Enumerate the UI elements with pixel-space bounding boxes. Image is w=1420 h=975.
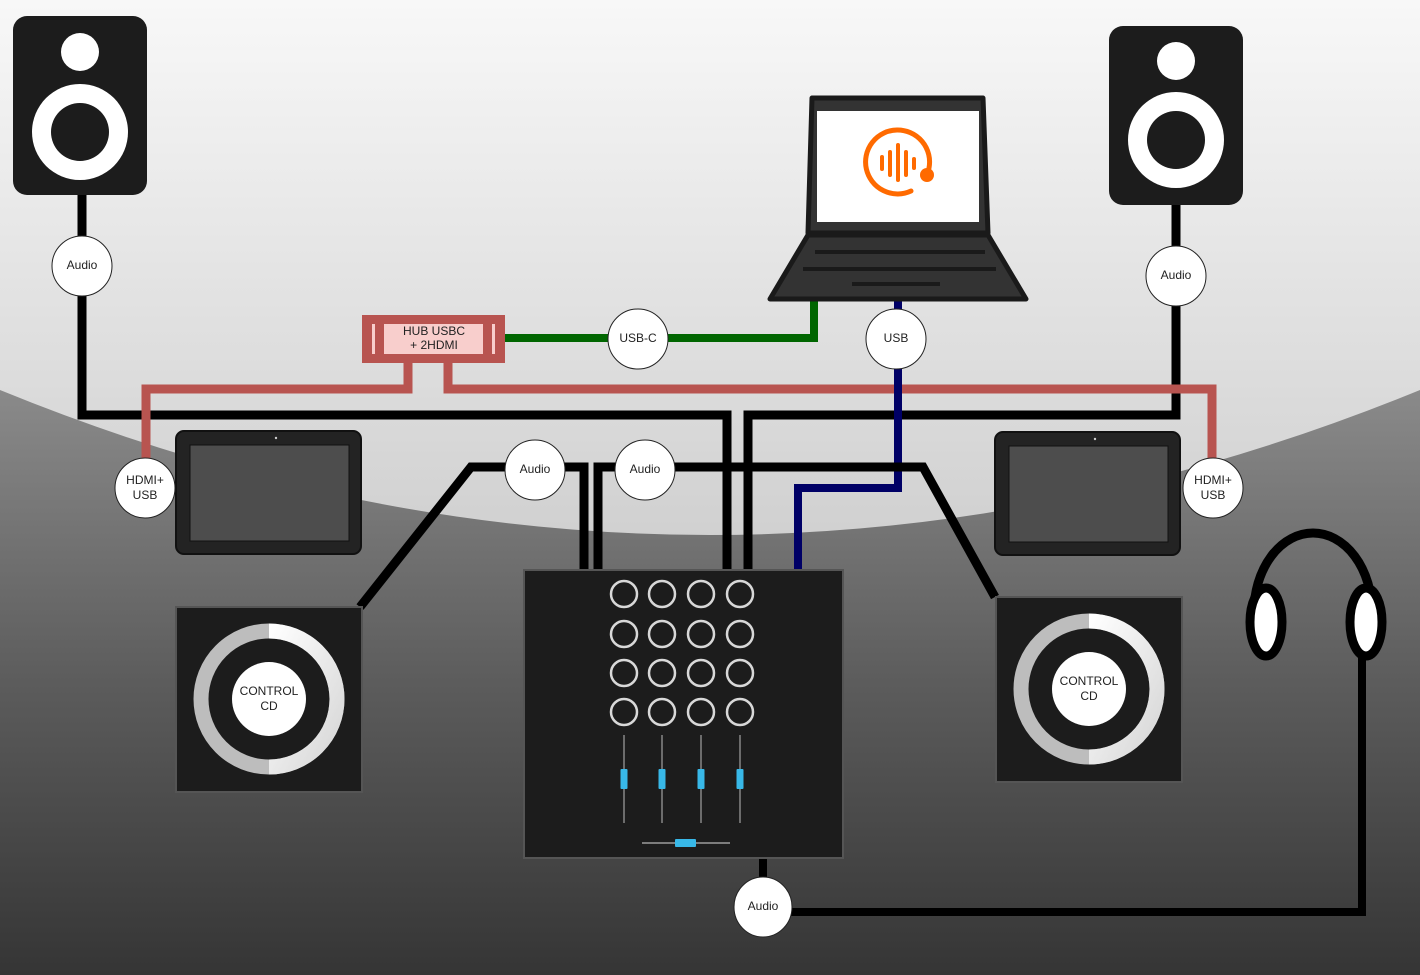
label-audio-cd-left: Audio (504, 439, 566, 501)
cable-usb (794, 300, 902, 570)
svg-text:Audio: Audio (520, 462, 551, 476)
channel-fader-handle[interactable] (736, 769, 744, 789)
mixer-knobs (609, 579, 755, 727)
label-usb-c: USB-C (607, 308, 669, 370)
mixer-knob[interactable] (686, 697, 716, 727)
svg-text:USB-C: USB-C (619, 331, 657, 345)
label-audio-speaker-right: Audio (1145, 245, 1207, 307)
crossfader-handle[interactable] (675, 839, 696, 847)
tweeter-icon (1157, 42, 1195, 80)
cd-left-label-line2: CD (260, 699, 278, 713)
headphones (1245, 528, 1387, 661)
usb-hub: HUB USBC + 2HDMI (362, 315, 505, 363)
mixer-knob[interactable] (647, 697, 677, 727)
cd-left-label-line1: CONTROL (240, 684, 299, 698)
cable-hdmi-left (141, 362, 413, 460)
mixer-faders (620, 735, 744, 823)
cable-audio-cd-right (593, 462, 999, 600)
label-hdmi-right: HDMI+ USB (1182, 457, 1244, 519)
speaker-right (1109, 26, 1243, 205)
channel-fader-handle[interactable] (620, 769, 628, 789)
mixer-knob[interactable] (609, 619, 639, 649)
svg-text:HDMI+: HDMI+ (126, 473, 164, 487)
svg-text:USB: USB (884, 331, 909, 345)
label-usb: USB (865, 308, 927, 370)
label-audio-cd-right: Audio (614, 439, 676, 501)
label-audio-headphones: Audio (733, 876, 793, 938)
svg-text:HDMI+: HDMI+ (1194, 473, 1232, 487)
mixer-knob[interactable] (647, 619, 677, 649)
mixer-knob[interactable] (725, 658, 755, 688)
audio-wave-logo-icon (863, 127, 934, 197)
control-cd-right: CONTROL CD (995, 596, 1183, 783)
cable-hdmi-right (443, 362, 1217, 460)
hub-label-line2: + 2HDMI (410, 338, 458, 352)
channel-fader-handle[interactable] (697, 769, 705, 789)
tablet-left (175, 430, 362, 555)
label-audio-speaker-left: Audio (51, 235, 113, 297)
mixer-knob[interactable] (725, 697, 755, 727)
svg-text:Audio: Audio (630, 462, 661, 476)
mixer-knob[interactable] (686, 619, 716, 649)
control-cd-left: CONTROL CD (175, 606, 363, 793)
mixer-knob[interactable] (609, 658, 639, 688)
cd-right-label-line2: CD (1080, 689, 1098, 703)
mixer-knob[interactable] (725, 579, 755, 609)
tablet-right (994, 431, 1181, 556)
svg-text:USB: USB (133, 488, 158, 502)
svg-text:Audio: Audio (748, 899, 779, 913)
mixer-knob[interactable] (686, 658, 716, 688)
mixer-knob[interactable] (686, 579, 716, 609)
laptop (767, 95, 1029, 302)
mixer-knob[interactable] (609, 697, 639, 727)
cd-right-label-line1: CONTROL (1060, 674, 1119, 688)
connection-labels: Audio Audio USB-C USB HDMI+ USB HDMI+ US… (51, 235, 1244, 938)
mixer-knob[interactable] (647, 658, 677, 688)
mixer-knob[interactable] (609, 579, 639, 609)
svg-text:Audio: Audio (67, 258, 98, 272)
speaker-left (13, 16, 147, 195)
cable-audio-speaker-right (743, 205, 1181, 570)
mixer-knob[interactable] (725, 619, 755, 649)
tweeter-icon (61, 33, 99, 71)
svg-text:Audio: Audio (1161, 268, 1192, 282)
hub-label-line1: HUB USBC (403, 324, 465, 338)
channel-fader-handle[interactable] (658, 769, 666, 789)
mixer (523, 569, 844, 859)
label-hdmi-left: HDMI+ USB (114, 457, 176, 519)
mixer-knob[interactable] (647, 579, 677, 609)
svg-text:USB: USB (1201, 488, 1226, 502)
cable-audio-speaker-left (77, 195, 732, 570)
